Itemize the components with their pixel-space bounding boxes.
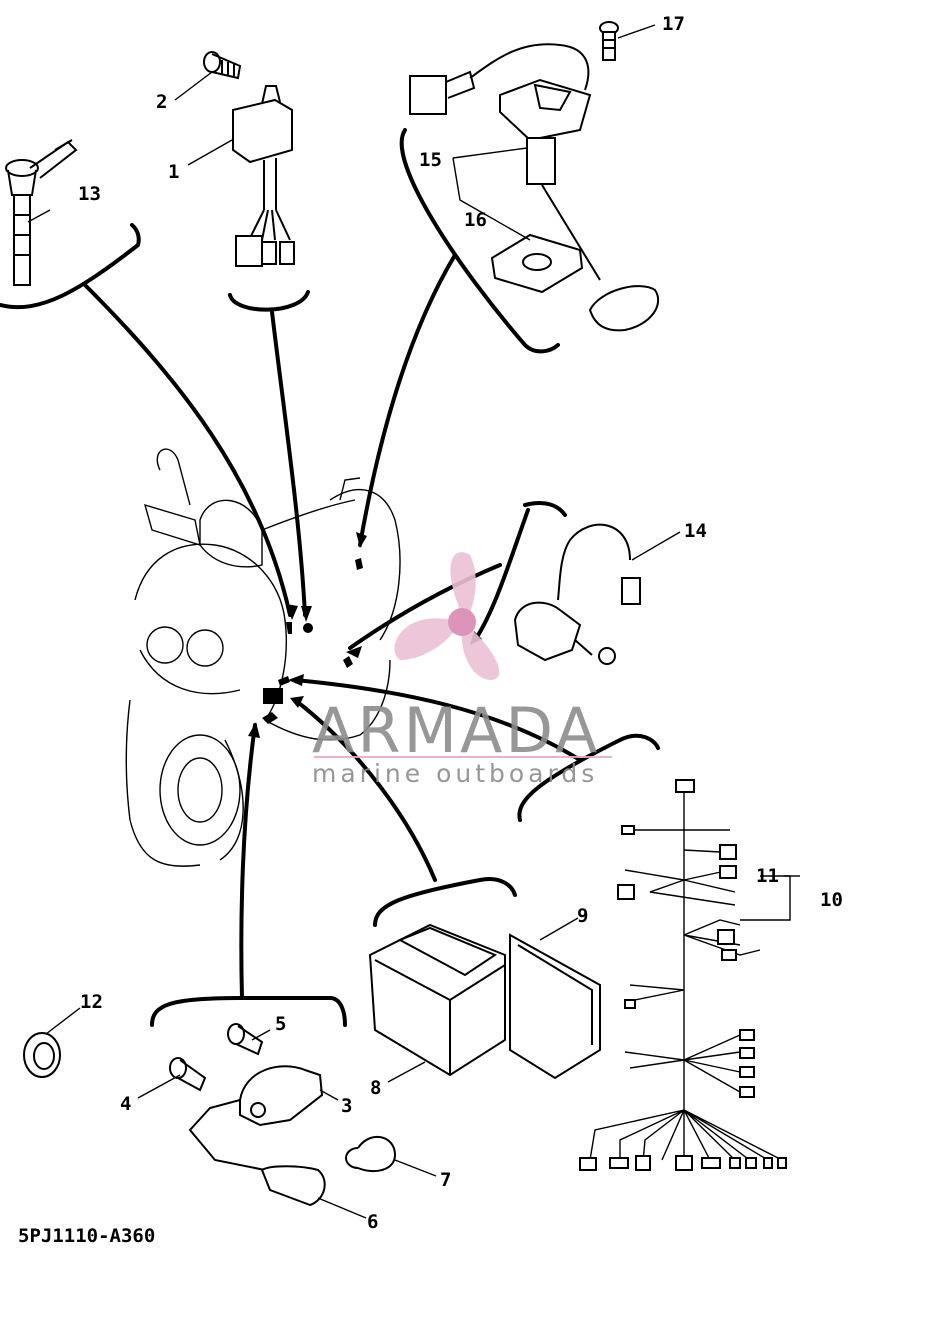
callout-5: 5 — [275, 1013, 286, 1035]
part-12-clip — [23, 1032, 61, 1078]
diagram-code: 5PJ1110-A360 — [18, 1225, 155, 1247]
callout-11: 11 — [756, 865, 779, 887]
part-5-bolt — [227, 1023, 264, 1056]
callout-4: 4 — [120, 1093, 131, 1115]
callout-17: 17 — [662, 13, 685, 35]
callout-15: 15 — [419, 149, 442, 171]
callout-12: 12 — [80, 991, 103, 1013]
scooter-outline — [125, 448, 401, 867]
callout-1: 1 — [168, 161, 179, 183]
callout-14: 14 — [684, 520, 707, 542]
callout-3: 3 — [341, 1095, 352, 1117]
part-8-battery — [368, 923, 506, 1077]
callout-8: 8 — [370, 1077, 381, 1099]
callout-2: 2 — [156, 91, 167, 113]
part-7-grommet — [345, 1135, 397, 1173]
callout-7: 7 — [440, 1169, 451, 1191]
part-15-fuel-sender — [409, 43, 660, 332]
watermark-tagline: marine outboards — [312, 759, 598, 788]
part-14-relay — [513, 523, 641, 665]
part-4-bolt — [169, 1057, 207, 1092]
part-10-wire-harness — [579, 779, 787, 1171]
part-13-plug-cap — [5, 139, 78, 286]
scooter-mount-points — [262, 558, 363, 724]
leader-lines — [27, 24, 800, 1219]
part-3-ignition-coil — [188, 1065, 324, 1171]
callout-labels: 1 2 3 4 5 6 7 8 9 10 11 12 13 14 15 16 1… — [78, 13, 843, 1233]
propeller-icon — [394, 552, 500, 680]
callout-6: 6 — [367, 1211, 378, 1233]
part-6-plug-cap — [260, 1165, 326, 1207]
callout-10: 10 — [820, 889, 843, 911]
callout-9: 9 — [577, 905, 588, 927]
part-16-gasket — [490, 233, 584, 294]
watermark-brand: ARMADA — [312, 694, 600, 767]
callout-13: 13 — [78, 183, 101, 205]
guide-lines — [0, 128, 660, 1027]
watermark: ARMADA marine outboards — [312, 552, 612, 788]
callout-16: 16 — [464, 209, 487, 231]
part-9-battery-band — [509, 933, 601, 1080]
part-1-cdi-unit — [232, 85, 295, 267]
part-17-screw — [599, 21, 619, 61]
